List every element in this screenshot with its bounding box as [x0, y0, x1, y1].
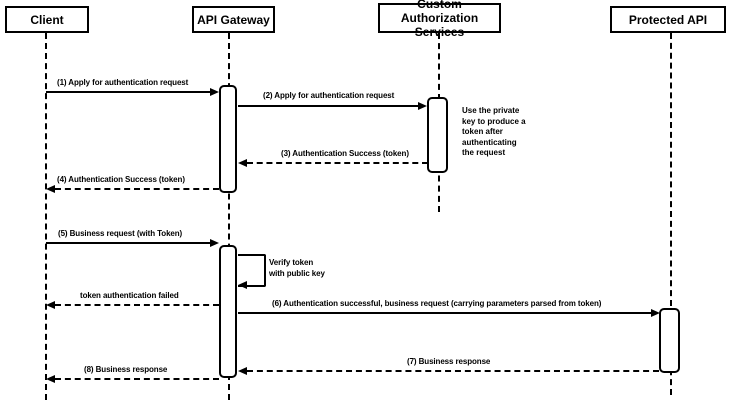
message-7-label: (7) Business response: [407, 357, 491, 366]
arrowhead-left-icon: [46, 185, 55, 193]
arrowhead-right-icon: [210, 88, 219, 96]
message-fail-label: token authentication failed: [80, 291, 179, 300]
activation-api-gateway-2: [219, 245, 237, 378]
participant-label: Protected API: [628, 12, 708, 27]
activation-custom-authorization-services: [427, 97, 448, 173]
activation-api-gateway-1: [219, 85, 237, 193]
participant-label: API Gateway: [197, 12, 270, 27]
message-2-line: [238, 105, 420, 107]
message-8-label: (8) Business response: [84, 365, 168, 374]
participant-label: Custom Authorization Services: [400, 0, 479, 39]
message-3-label: (3) Authentication Success (token): [281, 149, 409, 158]
message-4-label: (4) Authentication Success (token): [57, 175, 185, 184]
activation-protected-api: [659, 308, 680, 373]
message-5-line: [46, 242, 211, 244]
note-use-private-key: Use the private key to produce a token a…: [462, 106, 526, 157]
arrowhead-left-icon: [238, 159, 247, 167]
message-3-line: [247, 162, 428, 164]
arrowhead-left-icon: [238, 367, 247, 375]
participant-box-client: Client: [5, 6, 89, 33]
arrowhead-left-icon: [46, 375, 55, 383]
arrowhead-left-icon: [46, 301, 55, 309]
message-6-line: [238, 312, 652, 314]
arrowhead-right-icon: [418, 102, 427, 110]
message-6-label: (6) Authentication successful, business …: [272, 299, 602, 308]
participant-box-api-gateway: API Gateway: [192, 6, 275, 33]
arrowhead-right-icon: [210, 239, 219, 247]
participant-box-custom-authorization-services: Custom Authorization Services: [378, 0, 501, 39]
message-8-line: [55, 378, 219, 380]
message-5-label: (5) Business request (with Token): [58, 229, 183, 238]
message-1-line: [46, 91, 211, 93]
self-message-loop: [238, 254, 266, 287]
message-2-label: (2) Apply for authentication request: [263, 91, 395, 100]
participant-label: Client: [30, 12, 64, 27]
lifeline-api-gateway: [228, 33, 230, 400]
arrowhead-right-icon: [651, 309, 660, 317]
message-1-label: (1) Apply for authentication request: [57, 78, 189, 87]
message-4-line: [55, 188, 219, 190]
message-7-line: [247, 370, 659, 372]
participant-box-protected-api: Protected API: [610, 6, 726, 33]
message-fail-line: [55, 304, 219, 306]
self-message-label: Verify token with public key: [269, 258, 325, 278]
arrowhead-left-icon: [238, 281, 247, 289]
lifeline-client: [45, 33, 47, 400]
lifeline-protected-api: [670, 33, 672, 395]
